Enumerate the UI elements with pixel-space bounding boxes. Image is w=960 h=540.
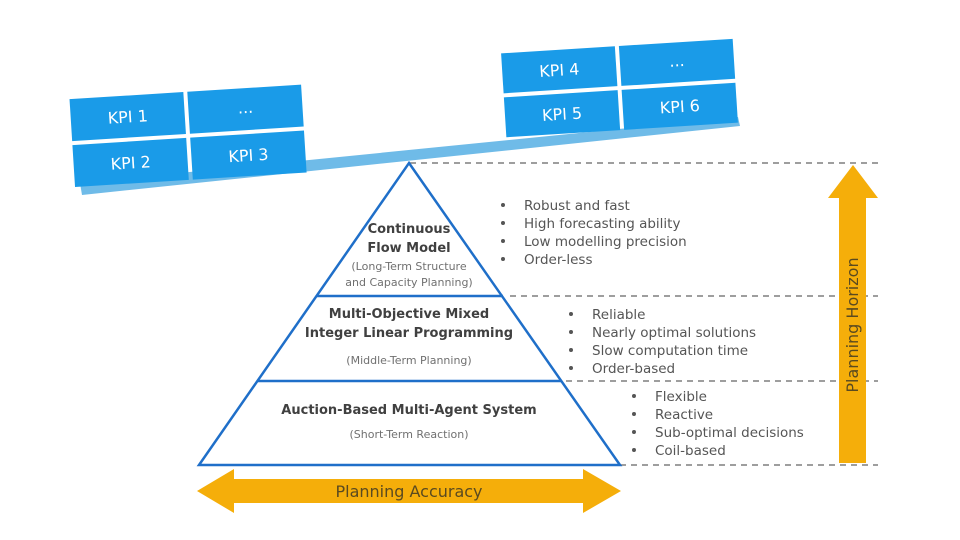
bullet-dot bbox=[632, 448, 636, 452]
planning-horizon-arrow: Planning Horizon bbox=[828, 165, 878, 463]
pyramid-level-short-term: Auction-Based Multi-Agent System (Short-… bbox=[281, 403, 536, 441]
kpi-block: ... bbox=[618, 38, 736, 86]
kpi-box bbox=[69, 92, 186, 142]
kpi-label: ... bbox=[669, 51, 685, 71]
level-subtitle: (Long-Term Structure bbox=[351, 260, 466, 273]
bullet-dot bbox=[501, 221, 505, 225]
kpi-block: KPI 1 bbox=[69, 92, 186, 142]
bullet-list-short-term: Flexible Reactive Sub-optimal decisions … bbox=[632, 389, 804, 459]
bullet-item: Sub-optimal decisions bbox=[655, 425, 804, 441]
pyramid-level-middle-term: Multi-Objective Mixed Integer Linear Pro… bbox=[305, 307, 513, 367]
kpi-label: KPI 6 bbox=[659, 96, 700, 117]
kpi-box bbox=[618, 38, 736, 86]
kpi-label: KPI 5 bbox=[541, 103, 582, 124]
planning-accuracy-arrow: Planning Accuracy bbox=[197, 469, 621, 513]
bullet-dot bbox=[569, 312, 573, 316]
kpi-box bbox=[187, 84, 304, 134]
bullet-item: Low modelling precision bbox=[524, 234, 687, 250]
bullet-item: Reactive bbox=[655, 407, 713, 423]
kpi-block: KPI 2 bbox=[72, 137, 189, 188]
bullet-item: Order-based bbox=[592, 361, 675, 377]
bullet-dot bbox=[501, 257, 505, 261]
bullet-item: Order-less bbox=[524, 252, 593, 268]
pyramid-level-long-term: Continuous Flow Model (Long-Term Structu… bbox=[345, 222, 472, 289]
bullet-dot bbox=[569, 366, 573, 370]
bullet-dot bbox=[632, 430, 636, 434]
bullet-item: Flexible bbox=[655, 389, 707, 405]
level-subtitle: (Short-Term Reaction) bbox=[350, 428, 469, 441]
level-title: Auction-Based Multi-Agent System bbox=[281, 403, 536, 418]
kpi-box bbox=[503, 90, 621, 138]
kpi-label: KPI 4 bbox=[539, 60, 580, 81]
kpi-block: ... bbox=[187, 84, 304, 134]
bullet-item: Robust and fast bbox=[524, 198, 630, 214]
level-title: Multi-Objective Mixed bbox=[329, 307, 489, 322]
level-title: Integer Linear Programming bbox=[305, 326, 513, 341]
bullet-item: Slow computation time bbox=[592, 343, 748, 359]
double-arrow-icon bbox=[197, 469, 621, 513]
bullet-dot bbox=[632, 394, 636, 398]
level-title: Continuous bbox=[368, 222, 451, 237]
kpi-block: KPI 6 bbox=[621, 82, 738, 130]
level-title: Flow Model bbox=[367, 241, 450, 256]
bullet-item: High forecasting ability bbox=[524, 216, 680, 232]
kpi-block: KPI 3 bbox=[190, 130, 307, 180]
kpi-block: KPI 5 bbox=[503, 90, 621, 138]
kpi-label: KPI 1 bbox=[107, 106, 148, 127]
pyramid-outline bbox=[196, 160, 623, 467]
bullet-item: Nearly optimal solutions bbox=[592, 325, 756, 341]
bullet-dot bbox=[569, 330, 573, 334]
kpi-box bbox=[621, 82, 738, 130]
kpi-block: KPI 4 bbox=[501, 46, 618, 94]
arrow-label: Planning Horizon bbox=[843, 257, 862, 392]
bullet-list-long-term: Robust and fast High forecasting ability… bbox=[501, 198, 687, 268]
kpi-box bbox=[72, 137, 189, 188]
level-subtitle: and Capacity Planning) bbox=[345, 276, 472, 289]
kpi-group-left: KPI 1 ... KPI 2 KPI 3 bbox=[69, 84, 307, 188]
bullet-item: Reliable bbox=[592, 307, 645, 323]
bullet-dot bbox=[569, 348, 573, 352]
kpi-label: KPI 2 bbox=[110, 152, 151, 173]
bullet-dot bbox=[632, 412, 636, 416]
level-subtitle: (Middle-Term Planning) bbox=[346, 354, 471, 367]
pyramid bbox=[196, 160, 623, 467]
bullet-dot bbox=[501, 203, 505, 207]
kpi-label: ... bbox=[237, 98, 253, 118]
bullet-list-middle-term: Reliable Nearly optimal solutions Slow c… bbox=[569, 307, 756, 377]
kpi-label: KPI 3 bbox=[228, 145, 269, 166]
kpi-box bbox=[501, 46, 618, 94]
kpi-box bbox=[190, 130, 307, 180]
dashed-guides bbox=[410, 162, 878, 466]
bullet-dot bbox=[501, 239, 505, 243]
bullet-item: Coil-based bbox=[655, 443, 726, 459]
kpi-group-right: KPI 4 ... KPI 5 KPI 6 bbox=[501, 38, 738, 138]
up-arrow-icon bbox=[828, 165, 878, 463]
arrow-label: Planning Accuracy bbox=[335, 482, 482, 501]
